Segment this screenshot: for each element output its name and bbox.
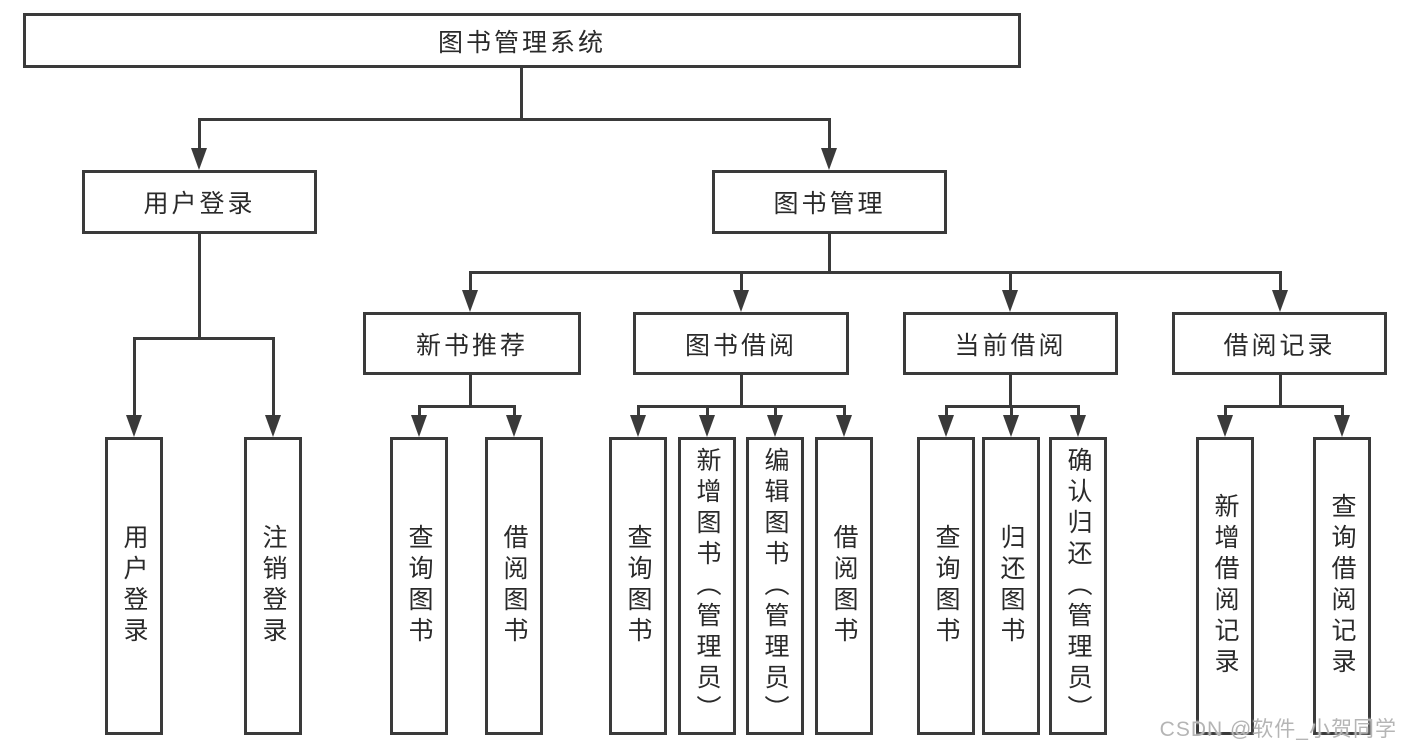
arrow-down-icon (191, 148, 207, 170)
node-label-leaf-edit-book-admin: 编辑图书（管理员） (761, 446, 789, 726)
node-label-leaf-logout: 注销登录 (259, 524, 287, 648)
connector-rail (132, 337, 275, 340)
arrow-down-icon (1217, 415, 1233, 437)
node-leaf-logout: 注销登录 (244, 437, 302, 735)
arrow-down-icon (1003, 415, 1019, 437)
node-leaf-borrow-book-rec: 借阅图书 (485, 437, 543, 735)
node-label-current-borrow: 当前借阅 (954, 331, 1067, 360)
connector-stem (827, 118, 831, 152)
csdn-watermark: CSDN @软件_小贺同学 (1159, 718, 1397, 741)
connector-stub (519, 68, 523, 121)
connector-stem (842, 405, 846, 419)
connector-stem (1278, 271, 1282, 294)
node-current-borrow: 当前借阅 (903, 312, 1118, 375)
connector-stem (512, 405, 516, 419)
node-leaf-query-borrow-record: 查询借阅记录 (1313, 437, 1371, 735)
connector-stub (739, 375, 743, 408)
connector-rail (636, 405, 846, 408)
connector-stem (1223, 405, 1227, 419)
node-leaf-user-login: 用户登录 (105, 437, 163, 735)
node-book-borrow: 图书借阅 (633, 312, 849, 375)
arrow-down-icon (630, 415, 646, 437)
connector-stem (1009, 405, 1013, 419)
arrow-down-icon (938, 415, 954, 437)
node-borrow-records: 借阅记录 (1172, 312, 1387, 375)
connector-rail (417, 405, 516, 408)
node-label-leaf-borrow-book: 借阅图书 (830, 524, 858, 648)
node-leaf-query-book-borrow: 查询图书 (609, 437, 667, 735)
node-label-leaf-query-book-rec: 查询图书 (405, 524, 433, 648)
node-label-new-book-rec: 新书推荐 (415, 331, 528, 360)
connector-stem (636, 405, 640, 419)
connector-rail (468, 271, 1282, 274)
arrow-down-icon (1002, 290, 1018, 312)
node-leaf-query-book-rec: 查询图书 (390, 437, 448, 735)
node-label-borrow-records: 借阅记录 (1223, 331, 1336, 360)
arrow-down-icon (411, 415, 427, 437)
connector-rail (197, 118, 831, 121)
connector-stem (1340, 405, 1344, 419)
node-label-leaf-query-book-current: 查询图书 (932, 524, 960, 648)
node-leaf-add-borrow-record: 新增借阅记录 (1196, 437, 1254, 735)
arrow-down-icon (1272, 290, 1288, 312)
arrow-down-icon (699, 415, 715, 437)
node-new-book-rec: 新书推荐 (363, 312, 581, 375)
connector-stem (417, 405, 421, 419)
node-user-login: 用户登录 (82, 170, 317, 234)
node-root: 图书管理系统 (23, 13, 1021, 68)
connector-stem (468, 271, 472, 294)
node-leaf-add-book-admin: 新增图书（管理员） (678, 437, 736, 735)
connector-stem (944, 405, 948, 419)
arrow-down-icon (462, 290, 478, 312)
connector-stem (773, 405, 777, 419)
connector-stem (132, 337, 136, 419)
node-label-leaf-add-book-admin: 新增图书（管理员） (693, 446, 721, 726)
arrow-down-icon (1334, 415, 1350, 437)
connector-stem (197, 118, 201, 152)
connector-stem (1008, 271, 1012, 294)
arrow-down-icon (1070, 415, 1086, 437)
connector-stub (1278, 375, 1282, 408)
node-label-leaf-return-book: 归还图书 (997, 524, 1025, 648)
node-leaf-borrow-book: 借阅图书 (815, 437, 873, 735)
node-leaf-edit-book-admin: 编辑图书（管理员） (746, 437, 804, 735)
arrow-down-icon (733, 290, 749, 312)
node-label-leaf-confirm-return-admin: 确认归还（管理员） (1064, 446, 1092, 726)
connector-stem (1076, 405, 1080, 419)
connector-stem (739, 271, 743, 294)
node-label-user-login: 用户登录 (143, 190, 256, 218)
arrow-down-icon (126, 415, 142, 437)
arrow-down-icon (265, 415, 281, 437)
connector-stub (827, 234, 831, 274)
connector-stub (1008, 375, 1012, 408)
connector-stem (705, 405, 709, 419)
arrow-down-icon (836, 415, 852, 437)
node-label-leaf-query-book-borrow: 查询图书 (624, 524, 652, 648)
node-leaf-query-book-current: 查询图书 (917, 437, 975, 735)
node-label-root: 图书管理系统 (437, 28, 606, 57)
arrow-down-icon (821, 148, 837, 170)
node-label-leaf-borrow-book-rec: 借阅图书 (500, 524, 528, 648)
arrow-down-icon (506, 415, 522, 437)
node-label-leaf-query-borrow-record: 查询借阅记录 (1328, 493, 1356, 679)
node-leaf-confirm-return-admin: 确认归还（管理员） (1049, 437, 1107, 735)
node-label-book-mgmt: 图书管理 (773, 190, 886, 218)
connector-stub (197, 234, 201, 340)
arrow-down-icon (767, 415, 783, 437)
node-book-mgmt: 图书管理 (712, 170, 947, 234)
connector-stub (468, 375, 472, 408)
node-label-leaf-add-borrow-record: 新增借阅记录 (1211, 493, 1239, 679)
connector-rail (1223, 405, 1344, 408)
node-leaf-return-book: 归还图书 (982, 437, 1040, 735)
node-label-book-borrow: 图书借阅 (684, 331, 797, 360)
node-label-leaf-user-login: 用户登录 (120, 524, 148, 648)
connector-stem (271, 337, 275, 419)
